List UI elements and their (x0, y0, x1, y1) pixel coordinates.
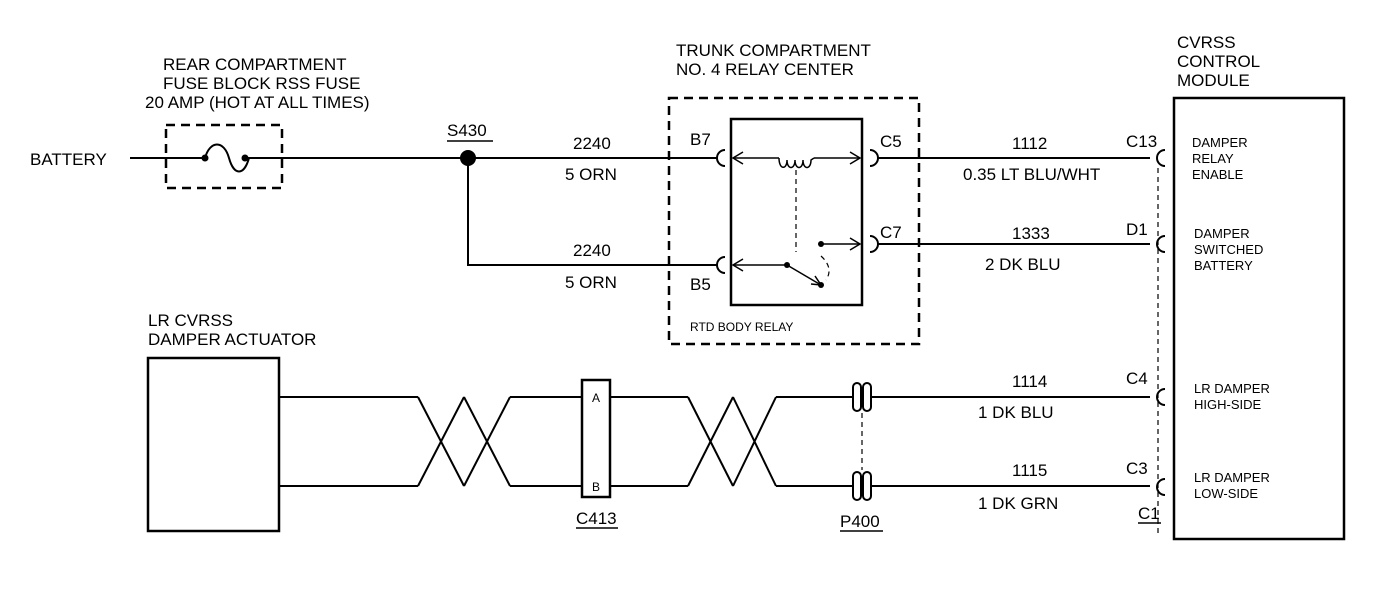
c413-label: C413 (576, 509, 617, 528)
module-function-damper-switched-battery: DAMPER SWITCHED BATTERY (1194, 226, 1263, 273)
relay-name-label: RTD BODY RELAY (690, 320, 793, 334)
module-function-lr-damper-low-side: LR DAMPER LOW-SIDE (1194, 470, 1270, 501)
pin-c4-label: C4 (1126, 369, 1148, 388)
svg-text:LR CVRSS: LR CVRSS (148, 311, 233, 330)
fuse-block-outline (164, 123, 284, 190)
wire-d1-circuit: 1333 (1012, 224, 1050, 243)
damper-actuator-box (146, 356, 281, 533)
svg-text:DAMPER: DAMPER (1192, 135, 1248, 150)
svg-text:HIGH-SIDE: HIGH-SIDE (1194, 397, 1262, 412)
p400-label: P400 (840, 512, 880, 531)
wire-b5-circuit: 2240 (573, 241, 611, 260)
pin-c5-label: C5 (880, 132, 902, 151)
svg-text:DAMPER: DAMPER (1194, 226, 1250, 241)
pin-d1-socket (1156, 235, 1166, 253)
fuse-symbol (201, 143, 250, 173)
module-function-damper-relay-enable: DAMPER RELAY ENABLE (1192, 135, 1248, 182)
wire-b7-spec: 5 ORN (565, 165, 617, 184)
pin-c13-socket (1156, 149, 1166, 167)
c413-pin-a: A (592, 391, 600, 405)
wire-b7-circuit: 2240 (573, 134, 611, 153)
svg-text:LOW-SIDE: LOW-SIDE (1194, 486, 1258, 501)
relay-center-outline (667, 96, 921, 346)
pin-b7-socket (716, 149, 726, 167)
svg-text:MODULE: MODULE (1177, 71, 1250, 90)
svg-text:CVRSS: CVRSS (1177, 33, 1236, 52)
wire-c3-circuit: 1115 (1012, 461, 1047, 480)
wire-c4-circuit: 1114 (1012, 372, 1047, 391)
pin-c3-socket (1156, 478, 1166, 496)
splice-label: S430 (447, 121, 487, 140)
splice-to-b5-wire (467, 158, 717, 266)
svg-text:FUSE BLOCK RSS FUSE: FUSE BLOCK RSS FUSE (163, 74, 360, 93)
pin-c7-socket (869, 235, 879, 253)
pin-c3-label: C3 (1126, 459, 1148, 478)
actuator-label: LR CVRSS DAMPER ACTUATOR (148, 311, 316, 349)
wire-c13-spec: 0.35 LT BLU/WHT (963, 165, 1100, 184)
svg-text:TRUNK COMPARTMENT: TRUNK COMPARTMENT (676, 41, 871, 60)
pin-d1-label: D1 (1126, 220, 1148, 239)
wire-c13-circuit: 1112 (1012, 134, 1047, 153)
wire-d1-spec: 2 DK BLU (985, 255, 1061, 274)
svg-text:BATTERY: BATTERY (1194, 258, 1253, 273)
pin-c13-label: C13 (1126, 132, 1157, 151)
pin-c5-socket (869, 149, 879, 167)
svg-text:LR DAMPER: LR DAMPER (1194, 381, 1270, 396)
pin-b5-socket (716, 256, 726, 274)
svg-text:20 AMP (HOT AT ALL TIMES): 20 AMP (HOT AT ALL TIMES) (145, 93, 370, 112)
svg-text:DAMPER ACTUATOR: DAMPER ACTUATOR (148, 330, 316, 349)
svg-text:SWITCHED: SWITCHED (1194, 242, 1263, 257)
cvrss-control-module-box (1172, 96, 1346, 541)
module-function-lr-damper-high-side: LR DAMPER HIGH-SIDE (1194, 381, 1270, 412)
wire-c4-spec: 1 DK BLU (978, 403, 1054, 422)
connector-c413 (580, 378, 612, 499)
rtd-body-relay-box (729, 117, 864, 307)
relay-switch (731, 237, 862, 288)
connector-p400 (852, 382, 872, 501)
twisted-pair-c413-p400 (610, 396, 853, 487)
pin-b7-label: B7 (690, 130, 711, 149)
twisted-pair-actuator-c413 (279, 396, 582, 487)
fuse-block-label: REAR COMPARTMENT FUSE BLOCK RSS FUSE 20 … (145, 55, 370, 112)
relay-coil (731, 151, 862, 252)
svg-text:LR DAMPER: LR DAMPER (1194, 470, 1270, 485)
battery-label: BATTERY (30, 150, 107, 169)
svg-text:RELAY: RELAY (1192, 151, 1234, 166)
svg-text:NO. 4 RELAY CENTER: NO. 4 RELAY CENTER (676, 60, 854, 79)
module-label: CVRSS CONTROL MODULE (1177, 33, 1260, 90)
c413-pin-b: B (592, 480, 600, 494)
relay-center-label: TRUNK COMPARTMENT NO. 4 RELAY CENTER (676, 41, 871, 79)
svg-text:ENABLE: ENABLE (1192, 167, 1244, 182)
pin-c4-socket (1156, 388, 1166, 406)
svg-text:REAR COMPARTMENT: REAR COMPARTMENT (163, 55, 347, 74)
pin-b5-label: B5 (690, 275, 711, 294)
wire-b5-spec: 5 ORN (565, 273, 617, 292)
pin-c7-label: C7 (880, 223, 902, 242)
pin-c1-label: C1 (1138, 504, 1160, 523)
svg-text:CONTROL: CONTROL (1177, 52, 1260, 71)
wire-c3-spec: 1 DK GRN (978, 494, 1058, 513)
